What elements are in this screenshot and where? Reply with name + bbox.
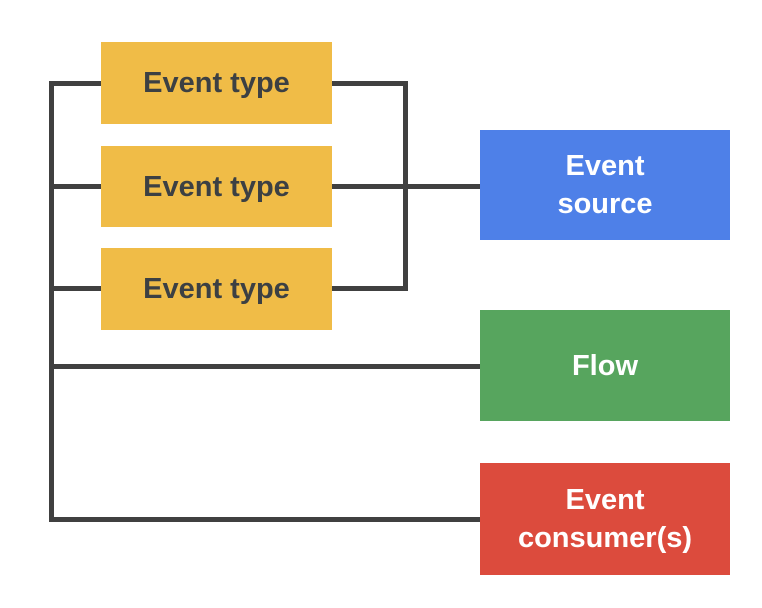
node-event-consumers-label-line2: consumer(s) — [517, 522, 693, 554]
node-event-type-3: Event type — [101, 248, 332, 330]
connector-event-type-3-left — [49, 286, 101, 291]
connector-left-trunk — [49, 81, 54, 522]
connector-event-type-3-right — [332, 286, 408, 291]
connector-to-event-consumers — [49, 517, 480, 522]
node-event-type-1-label: Event type — [143, 67, 290, 99]
node-flow-label: Flow — [571, 349, 639, 382]
node-flow: Flow — [480, 310, 730, 421]
node-event-type-2: Event type — [101, 146, 332, 227]
node-event-source: Event source — [480, 130, 730, 240]
connector-to-flow — [49, 364, 480, 369]
node-event-consumers-label-line1: Event — [565, 484, 645, 516]
node-event-source-label-line1: Event — [565, 150, 645, 182]
node-event-type-3-label: Event type — [143, 273, 290, 305]
connector-event-type-1-left — [49, 81, 101, 86]
node-event-source-label-line2: source — [557, 188, 653, 220]
connector-event-type-2-to-event-source — [332, 184, 480, 189]
connector-event-type-2-left — [49, 184, 101, 189]
node-event-consumers: Event consumer(s) — [480, 463, 730, 575]
connector-event-type-1-right — [332, 81, 408, 86]
node-event-type-2-label: Event type — [143, 170, 290, 203]
node-event-type-1: Event type — [101, 42, 332, 124]
